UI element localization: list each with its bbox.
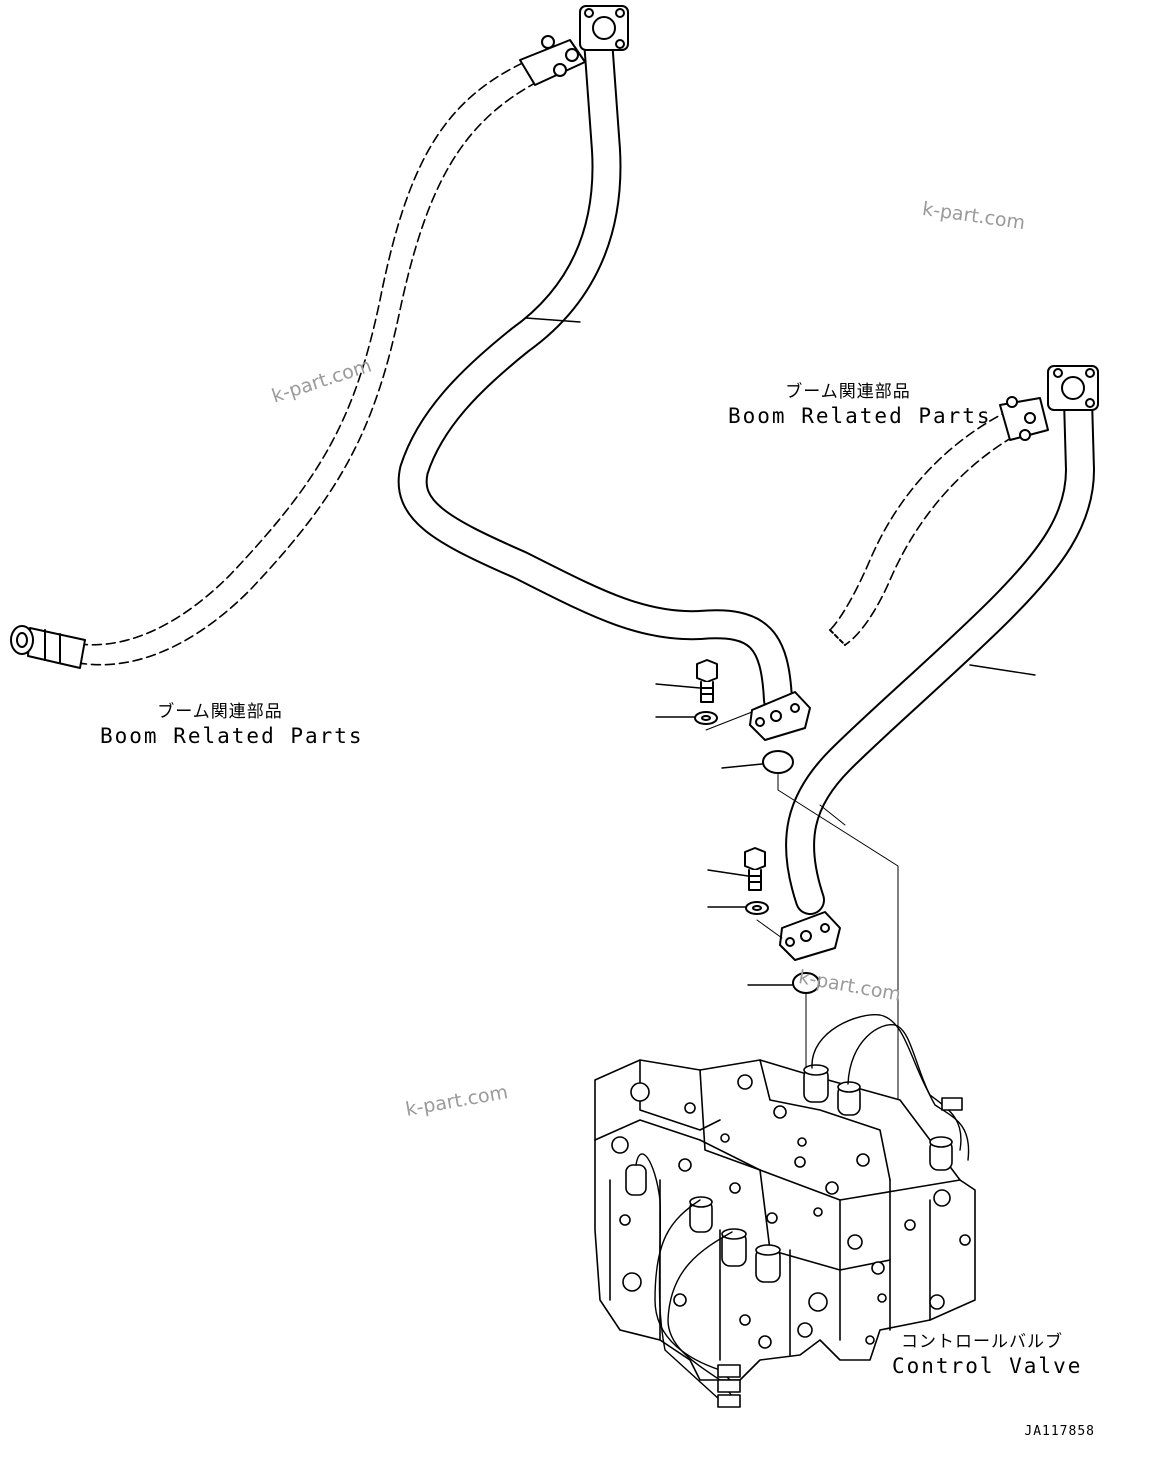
control-valve-en: Control Valve	[892, 1354, 1083, 1378]
control-valve-jp: コントロールバルブ	[901, 1332, 1063, 1352]
washer-2	[707, 901, 783, 939]
washer-1	[655, 711, 753, 731]
boom-related-parts-en-left: Boom Related Parts	[100, 724, 364, 748]
right-boom-hose	[829, 396, 1049, 646]
o-ring-2	[747, 972, 820, 1231]
boom-related-parts-jp-left: ブーム関連部品	[157, 702, 283, 722]
control-valve	[594, 1014, 976, 1408]
figure-number: JA117858	[1024, 1424, 1095, 1439]
left-tube	[397, 5, 811, 741]
left-tube-leader	[525, 317, 581, 323]
o-ring-1	[721, 750, 899, 1131]
bolt-1	[655, 659, 718, 703]
control-valve-label: コントロールバルブ Control Valve	[892, 1330, 1083, 1378]
boom-related-parts-label-right: ブーム関連部品 Boom Related Parts	[728, 380, 992, 428]
left-boom-hose	[10, 35, 586, 669]
boom-related-parts-en-right: Boom Related Parts	[728, 404, 992, 428]
boom-related-parts-label-left: ブーム関連部品 Boom Related Parts	[100, 700, 364, 748]
bolt-2	[707, 847, 766, 891]
right-tube	[779, 365, 1099, 961]
boom-related-parts-jp-right: ブーム関連部品	[785, 382, 911, 402]
right-tube-leader	[969, 664, 1036, 676]
